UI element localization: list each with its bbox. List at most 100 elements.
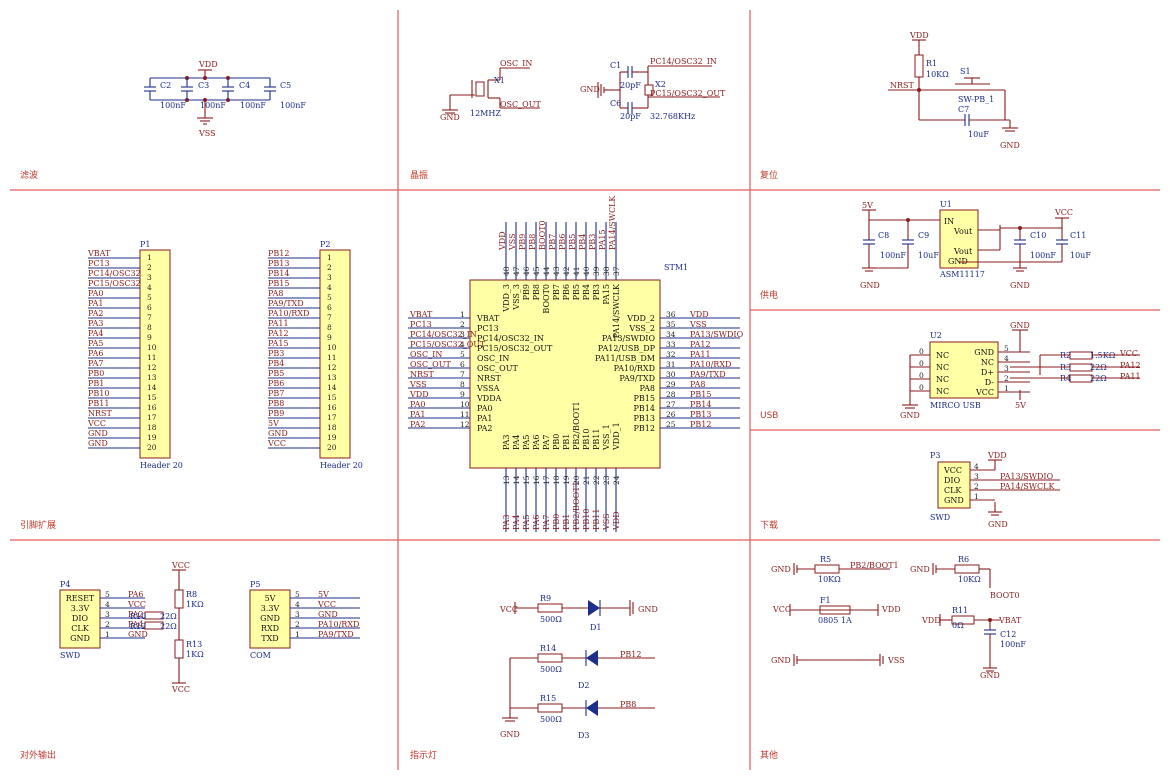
- mcu-pin-name: VBAT: [476, 314, 500, 323]
- mcu-pin-number: 40: [582, 266, 591, 276]
- mcu-net-label: VSS: [602, 513, 611, 531]
- mcu-pin-number: 48: [502, 266, 511, 276]
- p1-pin-number: 7: [147, 313, 152, 322]
- p2-pin-number: 5: [327, 293, 332, 302]
- svg-text:COM: COM: [250, 651, 271, 660]
- svg-text:VDD: VDD: [921, 616, 941, 625]
- p2-net-label: PA9/TXD: [268, 299, 304, 308]
- svg-text:C3: C3: [198, 81, 209, 90]
- svg-text:GND: GND: [900, 411, 920, 420]
- p1-net-label: PC13: [88, 259, 110, 268]
- download-net-label: PA13/SWDIO: [1000, 472, 1054, 481]
- p2-pin-number: 4: [327, 283, 332, 292]
- p1-net-label: PA1: [88, 299, 104, 308]
- mcu-pin-name: PA14/SWCLK: [612, 283, 621, 338]
- p5-pin-number: 3: [295, 610, 300, 619]
- mcu-pin-name: PB12: [634, 424, 655, 433]
- p2-pin-number: 18: [327, 423, 337, 432]
- mcu-pin-number: 46: [522, 266, 531, 276]
- p1-pin-number: 6: [147, 303, 152, 312]
- p2-net-label: PB3: [268, 349, 284, 358]
- mcu-pin-name: BOOT0: [542, 284, 551, 314]
- reset-switch-s1: S1 SW-PB_1: [955, 67, 994, 104]
- p5-pin-name: TXD: [261, 634, 278, 643]
- svg-text:VDD: VDD: [987, 451, 1007, 460]
- mcu-pin-name: PA15: [602, 284, 611, 305]
- svg-text:R8: R8: [186, 590, 197, 599]
- mcu-net-label: PB13: [690, 410, 711, 419]
- mcu-net-label: PA5: [522, 514, 531, 530]
- svg-text:100nF: 100nF: [880, 251, 906, 260]
- p4-pin-number: 3: [105, 610, 110, 619]
- svg-text:VCC: VCC: [171, 561, 190, 570]
- mcu-pin-number: 25: [666, 420, 676, 429]
- svg-text:OSC_IN: OSC_IN: [500, 59, 532, 68]
- p5-pin-number: 5: [295, 590, 300, 599]
- svg-text:PB12: PB12: [620, 650, 641, 659]
- mcu-pin-number: 6: [460, 360, 465, 369]
- p5-pin-name: 3.3V: [261, 604, 280, 613]
- capacitor-c5: C5 100nF: [264, 78, 306, 110]
- svg-text:5V: 5V: [862, 201, 873, 210]
- filter-vss-label: VSS: [198, 129, 216, 138]
- p2-pin-number: 2: [327, 263, 332, 272]
- capacitor-c3: C3 100nF: [181, 78, 226, 110]
- usb-pin-name: NC: [936, 387, 949, 396]
- svg-text:MIRCO USB: MIRCO USB: [930, 401, 981, 410]
- p1-pin-number: 12: [147, 363, 157, 372]
- p1-net-label: GND: [88, 439, 108, 448]
- mcu-net-label: PB7: [548, 234, 557, 250]
- mcu-pin-name: PA13/SWDIO: [602, 334, 656, 343]
- mcu-pin-number: 1: [460, 310, 465, 319]
- p2-pin-number: 10: [327, 343, 337, 352]
- p2-net-label: PB5: [268, 369, 284, 378]
- mcu-pin-number: 26: [666, 410, 676, 419]
- svg-text:P5: P5: [250, 580, 260, 589]
- usb-pin-number: 2: [1004, 374, 1009, 383]
- svg-text:10KΩ: 10KΩ: [958, 575, 981, 584]
- usb-pin-name: GND: [974, 348, 994, 357]
- svg-text:R12: R12: [130, 622, 146, 631]
- svg-text:100nF: 100nF: [280, 101, 306, 110]
- mcu-net-label: PA13/SWDIO: [690, 330, 744, 339]
- p2-net-label: PB12: [268, 249, 289, 258]
- svg-text:1KΩ: 1KΩ: [186, 650, 204, 659]
- mcu-pin-name: PB5: [572, 284, 581, 300]
- svg-text:PA12: PA12: [1120, 361, 1141, 370]
- svg-text:C2: C2: [160, 81, 171, 90]
- p2-net-label: PA10/RXD: [268, 309, 309, 318]
- mcu-net-label: PA12: [690, 340, 711, 349]
- p5-net-label: VCC: [317, 600, 336, 609]
- svg-text:VDD: VDD: [909, 31, 929, 40]
- p2-pin-number: 20: [327, 443, 337, 452]
- mcu-pin-name: PC14/OSC32_IN: [477, 334, 544, 343]
- section-label-download: 下载: [760, 519, 778, 531]
- p1-net-label: PB10: [88, 389, 109, 398]
- mcu-net-label: OSC_IN: [410, 350, 442, 359]
